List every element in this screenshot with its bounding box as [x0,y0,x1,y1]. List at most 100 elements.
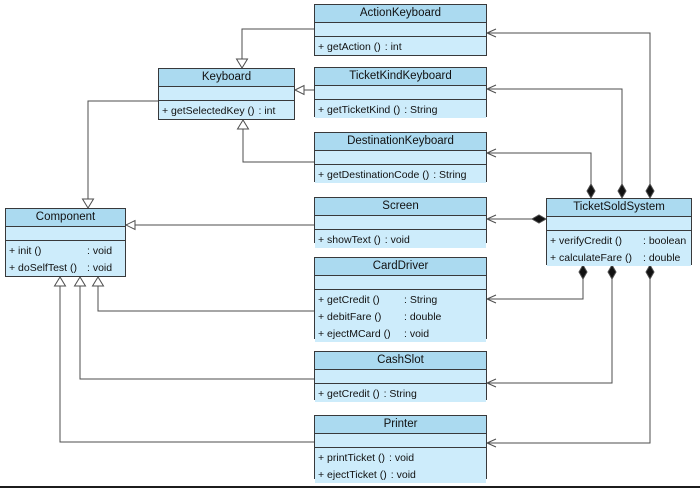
open-arrow-icon [485,148,497,158]
method-return-type: : void [390,468,416,481]
method-signature: + ejectTicket () [318,468,387,481]
open-arrow-icon [485,294,497,304]
method-signature: + getCredit () [318,293,380,306]
method-return-type: : void [389,451,415,464]
method-signature: + init () [9,244,42,257]
hollow-triangle-icon [235,58,249,69]
method-signature: + getTicketKind () [318,103,401,116]
filled-diamond-icon [578,263,588,281]
class-methods: + getCredit () : String [315,384,486,402]
edge-composition-tss-cashslot [485,263,617,388]
hollow-triangle-icon [293,84,305,96]
open-arrow-icon [485,28,497,38]
class-title: CardDriver [315,258,486,276]
class-ticket-kind-keyboard[interactable]: TicketKindKeyboard + getTicketKind () : … [314,67,487,118]
class-attributes-empty [315,86,486,100]
edge-composition-tss-ticketkindkeyboard [485,84,627,200]
class-methods: + getSelectedKey () : int [159,101,294,119]
class-printer[interactable]: Printer + printTicket () : void + ejectT… [314,415,487,483]
class-title: DestinationKeyboard [315,133,486,151]
method-signature: + showText () [318,233,381,246]
method-signature: + getAction () [318,40,381,53]
class-title: TicketSoldSystem [547,199,691,217]
edge-generalization-cashslot-component [73,276,314,380]
filled-diamond-icon [586,182,596,200]
edge-composition-tss-destinationkeyboard [485,148,596,200]
edge-composition-tss-carddriver [485,263,588,304]
class-methods: + verifyCredit () : boolean + calculateF… [547,231,691,266]
method-return-type: : String [433,168,467,181]
method-signature: + debitFare () [318,310,382,323]
method-row: + getDestinationCode () : String [318,166,486,183]
method-signature: + printTicket () [318,451,385,464]
method-row: + getCredit () : String [318,385,486,402]
class-keyboard[interactable]: Keyboard + getSelectedKey () : int [158,68,295,120]
edge-composition-tss-printer [485,263,655,448]
class-title: Screen [315,198,486,216]
class-methods: + getDestinationCode () : String [315,165,486,183]
class-title: ActionKeyboard [315,5,486,23]
method-return-type: : void [87,261,113,274]
method-return-type: : int [384,40,402,53]
method-row: + calculateFare () : double [550,249,691,266]
class-attributes-empty [315,151,486,165]
class-destination-keyboard[interactable]: DestinationKeyboard + getDestinationCode… [314,132,487,183]
method-return-type: : String [404,293,438,306]
class-cash-slot[interactable]: CashSlot + getCredit () : String [314,351,487,402]
method-return-type: : void [404,327,430,340]
method-row: + getCredit () : String [318,291,486,308]
open-arrow-icon [485,214,497,224]
class-action-keyboard[interactable]: ActionKeyboard + getAction () : int [314,4,487,56]
class-component[interactable]: Component + init () : void + doSelfTest … [5,208,126,277]
method-row: + verifyCredit () : boolean [550,232,691,249]
filled-diamond-icon [645,182,655,200]
method-return-type: : double [404,310,442,323]
open-arrow-icon [485,438,497,448]
class-attributes-empty [315,23,486,37]
class-attributes-empty [6,227,125,241]
edge-generalization-printer-component [53,276,314,443]
class-ticket-sold-system[interactable]: TicketSoldSystem + verifyCredit () : boo… [546,198,692,266]
method-return-type: : String [404,103,438,116]
method-return-type: : double [643,251,681,264]
edge-composition-tss-actionkeyboard [485,28,655,200]
method-signature: + ejectMCard () [318,327,391,340]
edge-generalization-destinationkeyboard-keyboard [236,119,314,163]
method-signature: + verifyCredit () [550,234,623,247]
method-row: + getTicketKind () : String [318,101,486,118]
class-title: TicketKindKeyboard [315,68,486,86]
hollow-triangle-icon [91,276,105,287]
class-methods: + showText () : void [315,230,486,248]
class-title: Keyboard [159,69,294,87]
class-attributes-empty [315,434,486,448]
class-title: CashSlot [315,352,486,370]
edge-generalization-actionkeyboard-keyboard [235,28,314,69]
method-row: + init () : void [9,242,125,259]
method-row: + debitFare () : double [318,308,486,325]
hollow-triangle-icon [236,119,250,130]
edge-generalization-carddriver-component [91,276,314,312]
method-row: + printTicket () : void [318,449,486,466]
class-title: Printer [315,416,486,434]
filled-diamond-icon [645,263,655,281]
hollow-triangle-icon [81,198,95,209]
method-signature: + getCredit () [318,387,380,400]
method-return-type: : int [258,104,276,117]
class-methods: + getTicketKind () : String [315,100,486,118]
filled-diamond-icon [607,263,617,281]
class-screen[interactable]: Screen + showText () : void [314,197,487,248]
edge-composition-tss-screen [485,214,548,224]
class-methods: + printTicket () : void + ejectTicket ()… [315,448,486,483]
class-card-driver[interactable]: CardDriver + getCredit () : String + deb… [314,257,487,342]
class-attributes-empty [315,370,486,384]
method-return-type: : boolean [643,234,687,247]
filled-diamond-icon [617,182,627,200]
edge-generalization-screen-component [124,219,314,231]
method-signature: + doSelfTest () [9,261,77,274]
class-methods: + getCredit () : String + debitFare () :… [315,290,486,342]
method-row: + getSelectedKey () : int [162,102,294,119]
open-arrow-icon [485,84,497,94]
edge-generalization-keyboard-component [81,100,158,209]
